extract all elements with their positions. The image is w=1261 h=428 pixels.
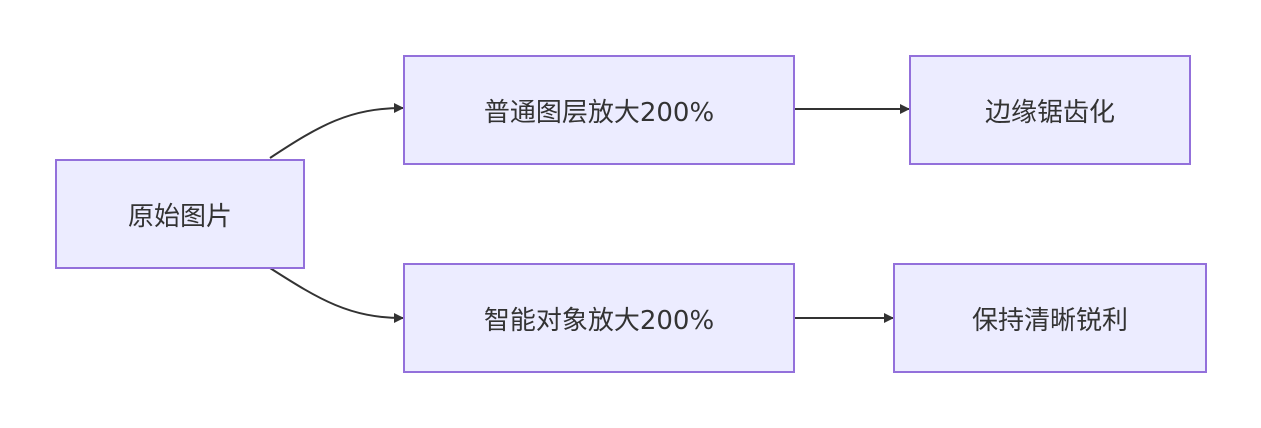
edge-original-to-normal-scale: [269, 103, 404, 159]
node-stay-sharp: 保持清晰锐利: [893, 263, 1207, 373]
node-original-image-label: 原始图片: [127, 201, 232, 232]
node-original-image: 原始图片: [55, 159, 305, 269]
node-normal-layer-scale: 普通图层放大200%: [403, 55, 795, 165]
node-smart-object-scale-label: 智能对象放大200%: [483, 305, 715, 336]
node-jagged-edges-label: 边缘锯齿化: [984, 97, 1115, 128]
node-jagged-edges: 边缘锯齿化: [909, 55, 1191, 165]
node-stay-sharp-label: 保持清晰锐利: [971, 305, 1128, 336]
node-normal-layer-scale-label: 普通图层放大200%: [483, 97, 715, 128]
edge-original-to-smart-scale: [269, 267, 404, 323]
node-smart-object-scale: 智能对象放大200%: [403, 263, 795, 373]
